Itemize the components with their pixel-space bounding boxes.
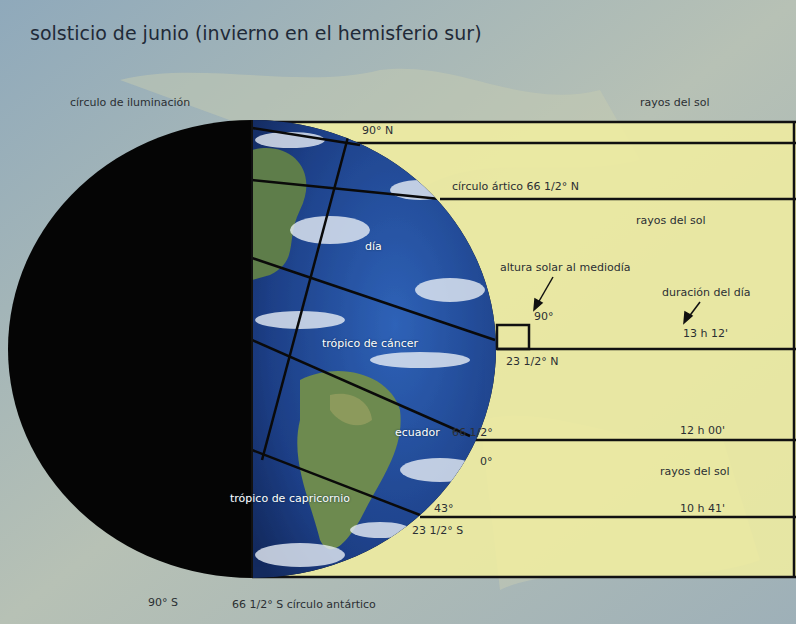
latitude-label: trópico de cáncer [322, 337, 418, 350]
latitude-label: 90° N [362, 124, 393, 137]
diagram-title: solsticio de junio (invierno en el hemis… [30, 22, 482, 44]
latitude-label: 23 1/2° S [412, 524, 463, 537]
circle-label: 66 1/2° S círculo antártico [232, 598, 376, 611]
rays-label: rayos del sol [636, 214, 706, 227]
angle-label: 66 1/2° [452, 426, 493, 439]
callout-label: duración del día [662, 286, 751, 299]
angle-label: 43° [434, 502, 454, 515]
duration-label: 13 h 12' [683, 327, 728, 340]
rays-label: rayos del sol [640, 96, 710, 109]
zone-label: día [365, 240, 382, 253]
callout-label: altura solar al mediodía [500, 261, 630, 274]
latitude-label: 90° S [148, 596, 178, 609]
latitude-label: trópico de capricornio [230, 492, 350, 505]
latitude-label: 0° [480, 455, 493, 468]
latitude-label: ecuador [395, 426, 440, 439]
latitude-label: 23 1/2° N [506, 355, 558, 368]
duration-label: 12 h 00' [680, 424, 725, 437]
rays-label: rayos del sol [660, 465, 730, 478]
duration-label: 10 h 41' [680, 502, 725, 515]
illumination-label: círculo de iluminación [70, 96, 190, 109]
latitude-label: círculo ártico 66 1/2° N [452, 180, 579, 193]
angle-label: 90° [534, 310, 554, 323]
